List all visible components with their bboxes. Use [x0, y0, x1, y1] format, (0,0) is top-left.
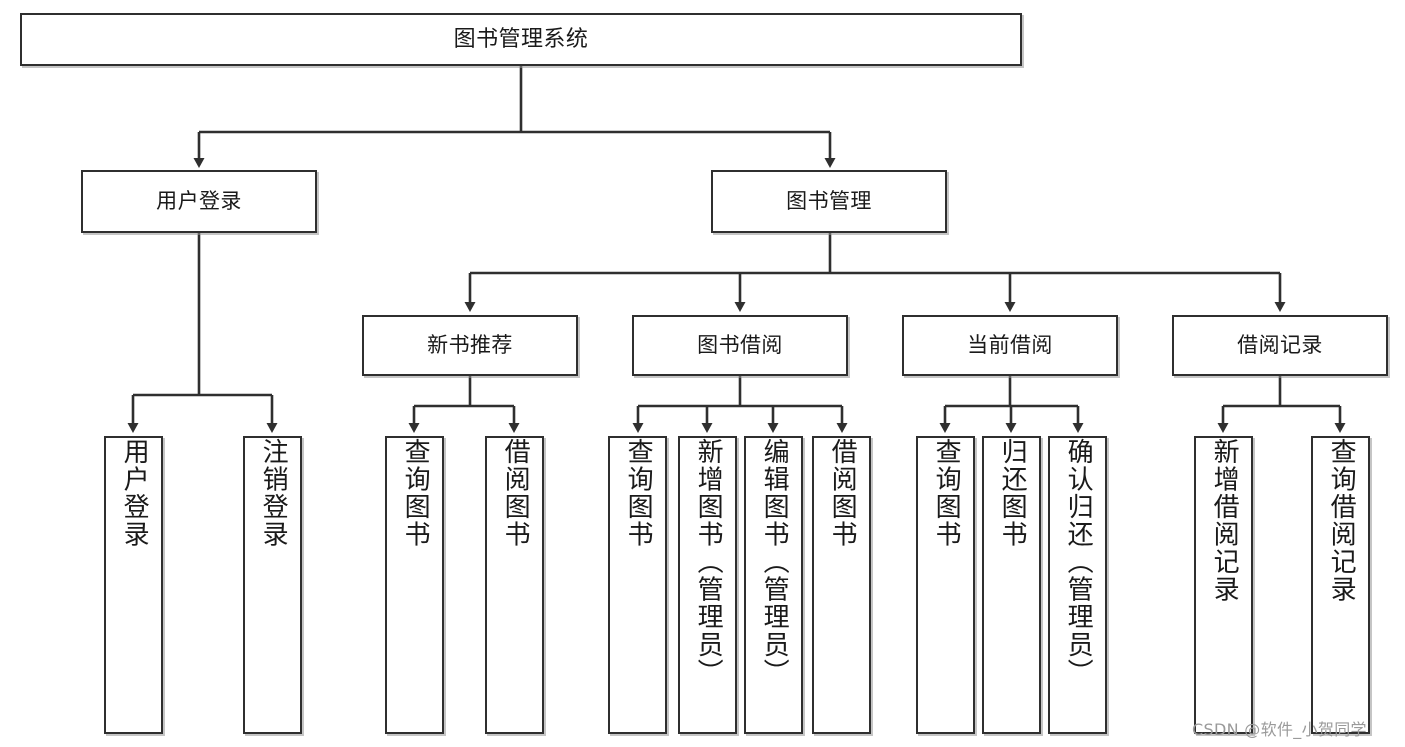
node-label: 查询图书 — [623, 438, 654, 549]
leaf-query-book-borrow[interactable]: 查询图书 — [608, 436, 667, 734]
leaf-borrow-book-recommend[interactable]: 借阅图书 — [485, 436, 544, 734]
leaf-add-borrow-record[interactable]: 新增借阅记录 — [1194, 436, 1253, 734]
leaf-query-book-recommend[interactable]: 查询图书 — [385, 436, 444, 734]
node-label: 查询图书 — [400, 438, 431, 549]
node-book-management[interactable]: 图书管理 — [711, 170, 947, 233]
node-label: 借阅图书 — [827, 438, 858, 549]
node-label: 归还图书 — [997, 438, 1028, 549]
node-label: 图书借阅 — [697, 333, 783, 358]
node-label: 新增图书（管理员） — [693, 438, 724, 687]
node-label: 编辑图书（管理员） — [759, 438, 790, 687]
node-label: 新书推荐 — [427, 333, 513, 358]
leaf-return-book[interactable]: 归还图书 — [982, 436, 1041, 734]
node-label: 当前借阅 — [967, 333, 1053, 358]
node-user-login[interactable]: 用户登录 — [81, 170, 317, 233]
node-label: 用户登录 — [119, 438, 150, 549]
node-current-borrow[interactable]: 当前借阅 — [902, 315, 1118, 376]
leaf-edit-book-admin[interactable]: 编辑图书（管理员） — [744, 436, 803, 734]
node-root-book-management-system[interactable]: 图书管理系统 — [20, 13, 1022, 66]
node-new-book-recommend[interactable]: 新书推荐 — [362, 315, 578, 376]
leaf-confirm-return-admin[interactable]: 确认归还（管理员） — [1048, 436, 1107, 734]
leaf-query-borrow-record[interactable]: 查询借阅记录 — [1311, 436, 1370, 734]
node-book-borrow[interactable]: 图书借阅 — [632, 315, 848, 376]
node-label: 用户登录 — [156, 189, 242, 214]
csdn-watermark: CSDN @软件_小贺同学 — [1192, 720, 1367, 739]
node-label: 查询借阅记录 — [1326, 438, 1357, 604]
node-label: 查询图书 — [931, 438, 962, 549]
leaf-add-book-admin[interactable]: 新增图书（管理员） — [678, 436, 737, 734]
node-borrow-record[interactable]: 借阅记录 — [1172, 315, 1388, 376]
node-label: 借阅记录 — [1237, 333, 1323, 358]
node-label: 图书管理系统 — [453, 26, 589, 52]
node-label: 确认归还（管理员） — [1063, 438, 1094, 687]
node-label: 注销登录 — [258, 438, 289, 549]
node-label: 新增借阅记录 — [1209, 438, 1240, 604]
leaf-borrow-book[interactable]: 借阅图书 — [812, 436, 871, 734]
leaf-user-login[interactable]: 用户登录 — [104, 436, 163, 734]
leaf-query-book-current[interactable]: 查询图书 — [916, 436, 975, 734]
node-label: 图书管理 — [786, 189, 872, 214]
node-label: 借阅图书 — [500, 438, 531, 549]
leaf-logout[interactable]: 注销登录 — [243, 436, 302, 734]
